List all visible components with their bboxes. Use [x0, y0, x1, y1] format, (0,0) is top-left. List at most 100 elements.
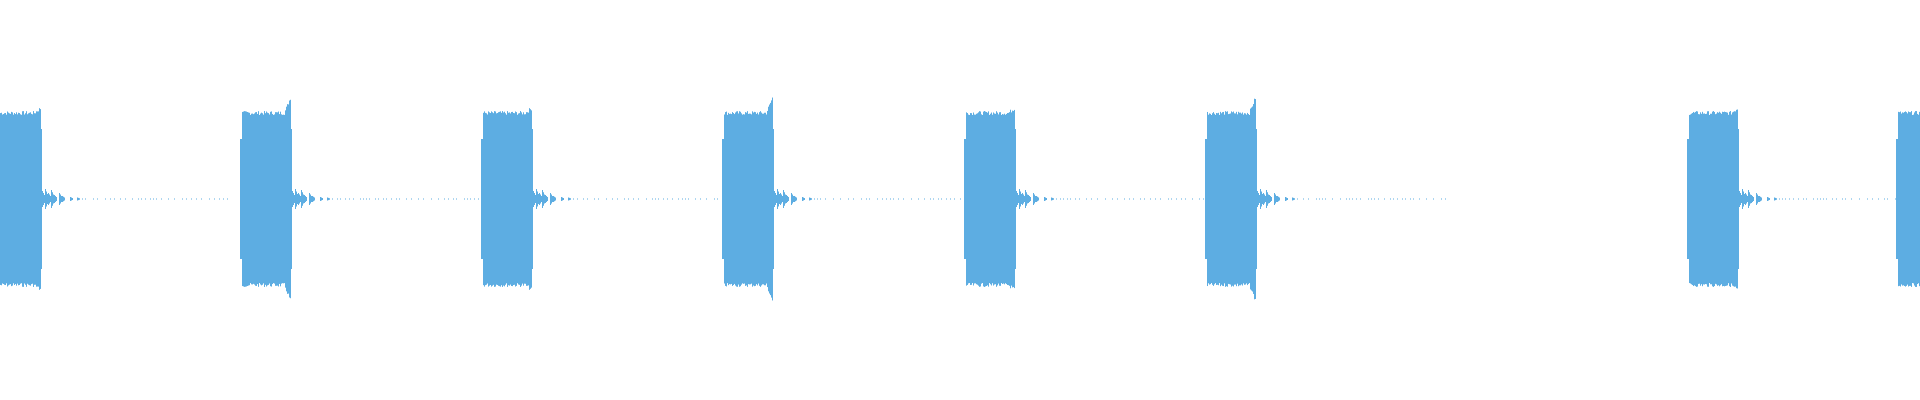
waveform-noise-sample: [898, 198, 899, 200]
waveform-burst-sample: [727, 114, 728, 284]
waveform-burst-sample: [289, 100, 290, 298]
waveform-burst-sample: [1223, 111, 1224, 287]
waveform-noise-sample: [706, 198, 707, 200]
waveform-burst-sample: [527, 112, 528, 286]
waveform-tail-sample: [54, 195, 55, 203]
waveform-noise-sample: [869, 198, 870, 200]
waveform-burst-sample: [483, 112, 484, 286]
waveform-tail-sample: [1034, 194, 1035, 204]
waveform-burst-sample: [761, 112, 762, 286]
waveform-noise-sample: [1067, 198, 1068, 200]
waveform-burst-sample: [481, 139, 482, 259]
waveform-burst-sample: [1235, 113, 1236, 285]
waveform-noise-sample: [114, 198, 115, 200]
waveform-tail-sample: [570, 198, 571, 200]
waveform-burst-sample: [280, 111, 281, 287]
waveform-noise-sample: [1056, 198, 1057, 200]
waveform-burst-sample: [736, 111, 737, 287]
waveform-tail-sample: [1752, 196, 1753, 202]
waveform-noise-sample: [120, 198, 121, 200]
waveform-burst-sample: [287, 104, 288, 294]
waveform-burst-sample: [1900, 111, 1901, 287]
waveform-burst-sample: [526, 112, 527, 286]
waveform-burst-sample: [525, 114, 526, 284]
waveform-burst-sample: [1004, 113, 1005, 285]
waveform-tail-sample: [48, 193, 49, 205]
waveform-burst-sample: [261, 112, 262, 286]
waveform-tail-sample: [781, 194, 782, 204]
waveform-burst-sample: [1904, 111, 1905, 287]
waveform-tail-sample: [77, 197, 78, 201]
waveform-noise-sample: [1779, 198, 1780, 200]
waveform-tail-sample: [309, 193, 310, 205]
waveform-tail-sample: [783, 190, 784, 208]
waveform-burst-sample: [284, 114, 285, 284]
waveform-tail-sample: [329, 198, 330, 200]
waveform-tail-sample: [1036, 196, 1037, 202]
waveform-burst-sample: [998, 114, 999, 284]
waveform-burst-sample: [1722, 111, 1723, 287]
waveform-burst-sample: [1233, 111, 1234, 287]
waveform-tail-sample: [1046, 198, 1047, 200]
waveform-tail-sample: [1016, 191, 1017, 207]
waveform-tail-sample: [1026, 192, 1027, 206]
waveform-tail-sample: [1294, 198, 1295, 200]
waveform-burst-sample: [1217, 113, 1218, 285]
waveform-noise-sample: [431, 198, 432, 200]
waveform-noise-sample: [583, 198, 584, 200]
waveform-tail-sample: [78, 197, 79, 201]
waveform-tail-sample: [537, 191, 538, 207]
waveform-burst-sample: [494, 111, 495, 287]
waveform-burst-sample: [271, 111, 272, 287]
waveform-burst-sample: [739, 111, 740, 287]
waveform-burst-sample: [771, 100, 772, 298]
waveform-burst-sample: [35, 113, 36, 285]
waveform-burst-sample: [996, 111, 997, 287]
waveform-burst-sample: [723, 139, 724, 259]
waveform-burst-sample: [1691, 113, 1692, 285]
waveform-burst-sample: [1208, 114, 1209, 284]
waveform-burst-sample: [766, 114, 767, 284]
waveform-noise-sample: [97, 198, 98, 200]
waveform-noise-sample: [1181, 198, 1182, 200]
waveform-burst-sample: [1906, 112, 1907, 286]
waveform-noise-sample: [1356, 198, 1357, 200]
waveform-noise-sample: [1075, 198, 1076, 200]
waveform-noise-sample: [685, 198, 686, 200]
waveform-burst-sample: [1708, 111, 1709, 287]
waveform-noise-sample: [1798, 198, 1799, 200]
waveform-noise-sample: [467, 198, 468, 200]
waveform-noise-sample: [1340, 198, 1341, 200]
waveform-noise-sample: [1445, 198, 1446, 200]
waveform-tail-sample: [1017, 193, 1018, 205]
waveform-tail-sample: [301, 190, 302, 208]
waveform-burst-sample: [1015, 129, 1016, 269]
waveform-noise-sample: [223, 198, 224, 200]
waveform-burst-sample: [764, 112, 765, 286]
waveform-tail-sample: [303, 194, 304, 204]
waveform-burst-sample: [1247, 112, 1248, 286]
waveform-burst-sample: [1733, 111, 1734, 287]
waveform-noise-sample: [93, 198, 94, 200]
waveform-tail-sample: [544, 194, 545, 204]
waveform-noise-sample: [478, 198, 479, 200]
waveform-burst-sample: [522, 114, 523, 284]
waveform-burst-sample: [1252, 106, 1253, 292]
waveform-tail-sample: [1261, 191, 1262, 207]
waveform-noise-sample: [182, 198, 183, 200]
waveform-burst-sample: [1917, 113, 1918, 285]
waveform-tail-sample: [1021, 194, 1022, 204]
waveform-burst-sample: [34, 113, 35, 285]
waveform-tail-sample: [540, 194, 541, 204]
waveform-burst-sample: [1001, 114, 1002, 284]
waveform-burst-sample: [1736, 109, 1737, 289]
waveform-noise-sample: [1836, 198, 1837, 200]
waveform-tail-sample: [1045, 197, 1046, 201]
waveform-burst-sample: [267, 112, 268, 286]
waveform-burst-sample: [28, 113, 29, 285]
waveform-burst-sample: [1251, 107, 1252, 291]
waveform-burst-sample: [745, 112, 746, 286]
waveform-burst-sample: [1737, 109, 1738, 289]
waveform-tail-sample: [786, 195, 787, 203]
waveform-burst-sample: [275, 112, 276, 286]
